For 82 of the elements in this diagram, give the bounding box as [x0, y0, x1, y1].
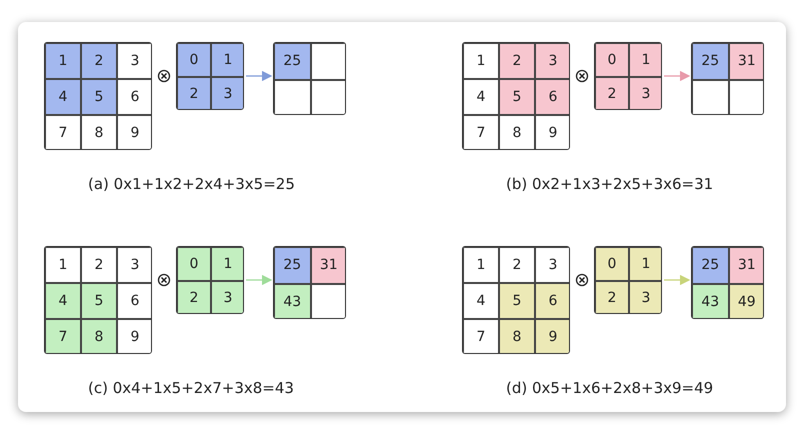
- matrix-cell: 0: [595, 247, 629, 281]
- input-matrix: [462, 42, 570, 150]
- matrix-cell: 1: [629, 43, 661, 77]
- matrix-cell: 7: [463, 319, 499, 353]
- matrix-cell: 1: [463, 247, 499, 283]
- arrow: [664, 70, 690, 82]
- matrix-cell: 3: [535, 247, 569, 283]
- matrix-cell: 43: [274, 284, 310, 318]
- matrix-cell: 5: [499, 79, 535, 115]
- matrix-cell: 9: [117, 115, 151, 149]
- matrix-cell: 3: [211, 77, 243, 109]
- output-matrix: [691, 246, 764, 319]
- caption: (a) 0x1+1x2+2x4+3x5=25: [88, 175, 295, 193]
- matrix-cell: 3: [629, 77, 661, 109]
- matrix-cell: 4: [463, 283, 499, 319]
- matrix-cell: 0: [177, 247, 211, 281]
- matrix-cell: 9: [535, 319, 569, 353]
- output-matrix: [691, 42, 764, 115]
- kernel-matrix: [594, 246, 662, 314]
- matrix-cell: 9: [535, 115, 569, 149]
- matrix-cell: 49: [728, 284, 763, 318]
- matrix-cell: 1: [463, 43, 499, 79]
- matrix-cell: 0: [177, 43, 211, 77]
- matrix-cell: 25: [274, 247, 310, 284]
- matrix-cell: 6: [535, 79, 569, 115]
- matrix-cell: 5: [81, 79, 117, 115]
- matrix-cell: 3: [211, 281, 243, 313]
- matrix-cell: 3: [117, 247, 151, 283]
- matrix-cell: 2: [499, 43, 535, 79]
- matrix-cell: 2: [499, 247, 535, 283]
- matrix-cell: 7: [463, 115, 499, 149]
- matrix-cell: 7: [45, 319, 81, 353]
- caption: (d) 0x5+1x6+2x8+3x9=49: [506, 379, 714, 397]
- arrow: [246, 274, 272, 286]
- matrix-cell: 25: [692, 43, 728, 80]
- matrix-cell: 8: [499, 115, 535, 149]
- matrix-cell: 2: [595, 77, 629, 109]
- matrix-cell: 2: [595, 281, 629, 313]
- matrix-cell: 0: [595, 43, 629, 77]
- input-matrix: [44, 42, 152, 150]
- matrix-cell: 2: [81, 247, 117, 283]
- matrix-cell: 5: [81, 283, 117, 319]
- matrix-cell: 5: [499, 283, 535, 319]
- input-matrix: [462, 246, 570, 354]
- matrix-cell: 1: [629, 247, 661, 281]
- matrix-cell: 4: [45, 283, 81, 319]
- matrix-cell: 1: [211, 247, 243, 281]
- kernel-matrix: [176, 42, 244, 110]
- arrow: [664, 274, 690, 286]
- matrix-cell: 6: [535, 283, 569, 319]
- output-matrix: [273, 42, 346, 115]
- matrix-cell: 1: [45, 43, 81, 79]
- matrix-cell: 3: [535, 43, 569, 79]
- caption: (b) 0x2+1x3+2x5+3x6=31: [506, 175, 714, 193]
- matrix-cell: 9: [117, 319, 151, 353]
- kernel-matrix: [176, 246, 244, 314]
- matrix-cell: 7: [45, 115, 81, 149]
- kernel-matrix: [594, 42, 662, 110]
- matrix-cell: 8: [81, 319, 117, 353]
- matrix-cell: 2: [177, 77, 211, 109]
- matrix-cell: 3: [117, 43, 151, 79]
- matrix-cell: 25: [692, 247, 728, 284]
- arrow: [246, 70, 272, 82]
- output-matrix: [273, 246, 346, 319]
- matrix-cell: 31: [728, 247, 763, 284]
- input-matrix: [44, 246, 152, 354]
- matrix-cell: 43: [692, 284, 728, 318]
- matrix-cell: 6: [117, 79, 151, 115]
- matrix-cell: 1: [211, 43, 243, 77]
- matrix-cell: 3: [629, 281, 661, 313]
- matrix-cell: 4: [45, 79, 81, 115]
- matrix-cell: 2: [81, 43, 117, 79]
- caption: (c) 0x4+1x5+2x7+3x8=43: [88, 379, 294, 397]
- matrix-cell: 25: [274, 43, 310, 80]
- matrix-cell: 8: [81, 115, 117, 149]
- matrix-cell: 1: [45, 247, 81, 283]
- matrix-cell: 2: [177, 281, 211, 313]
- matrix-cell: 31: [310, 247, 345, 284]
- matrix-cell: 8: [499, 319, 535, 353]
- matrix-cell: 4: [463, 79, 499, 115]
- matrix-cell: 31: [728, 43, 763, 80]
- matrix-cell: 6: [117, 283, 151, 319]
